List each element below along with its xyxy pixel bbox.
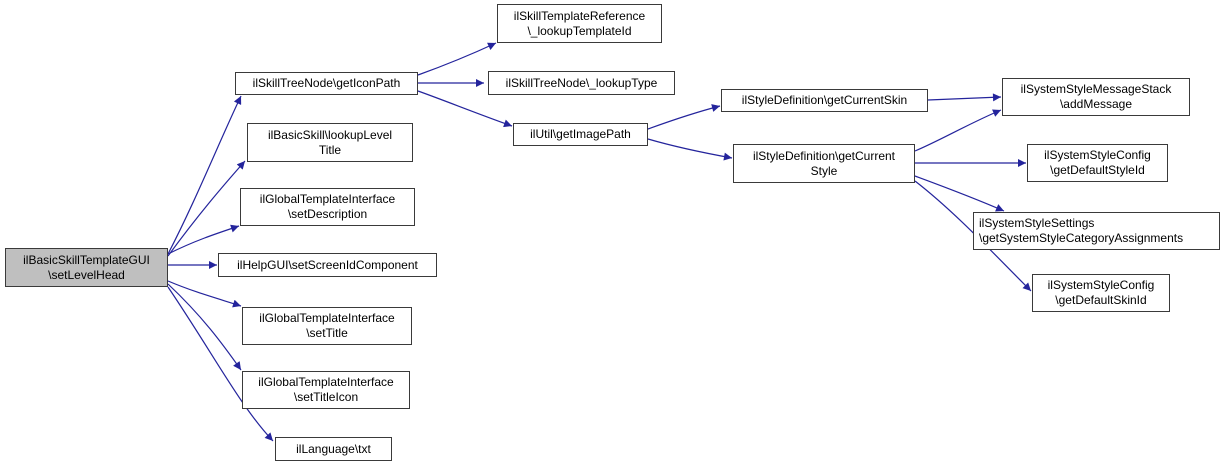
node-ilhelpgui-setscreenidcomponent[interactable]: ilHelpGUI\setScreenIdComponent [218,253,437,277]
edge-setLevelHead-setDescription [167,224,240,255]
edge-setLevelHead-setTitleIcon [167,283,242,371]
node-ilsystemstylemessagestack-addmessage[interactable]: ilSystemStyleMessageStack \addMessage [1002,78,1190,116]
node-ilglobaltemplateinterface-setdescription[interactable]: ilGlobalTemplateInterface \setDescriptio… [240,188,415,226]
edge-setLevelHead-lookupLevelTitle [167,160,246,257]
node-ilstyledefinition-getcurrentskin[interactable]: ilStyleDefinition\getCurrentSkin [721,89,928,112]
node-ilbasicskill-lookupleveltitle[interactable]: ilBasicSkill\lookupLevel Title [247,123,413,162]
edge-getIconPath-getImagePath [417,90,513,128]
edge-getIconPath-lookupTemplateId [417,42,497,76]
edge-setLevelHead-getIconPath [167,95,242,255]
node-ilskilltreenode-geticonpath[interactable]: ilSkillTreeNode\getIconPath [235,72,418,95]
edge-setLevelHead-txt [167,286,274,442]
node-ilskilltreenode-lookuptype[interactable]: ilSkillTreeNode\_lookupType [488,71,675,95]
node-ilglobaltemplateinterface-settitle[interactable]: ilGlobalTemplateInterface \setTitle [242,307,412,345]
node-ilskilltemplatereference-lookuptemplateid[interactable]: ilSkillTemplateReference \_lookupTemplat… [497,4,662,43]
node-ilsystemstylesettings-getsystemstylecategoryassignments[interactable]: ilSystemStyleSettings \getSystemStyleCat… [973,212,1220,250]
edge-getImagePath-getCurrentStyle [647,138,733,161]
edge-getImagePath-getCurrentSkin [647,104,721,130]
edge-getCurrentStyle-getSystemStyleCategoryAssignments [914,175,1005,212]
edge-getCurrentSkin-addMessage [927,93,1002,102]
node-illanguage-txt[interactable]: ilLanguage\txt [275,437,392,461]
node-ilbasicskilltemplategui-setlevelhead: ilBasicSkillTemplateGUI \setLevelHead [5,248,168,287]
edge-setLevelHead-setTitle [167,280,242,308]
node-ilglobaltemplateinterface-settitleicon[interactable]: ilGlobalTemplateInterface \setTitleIcon [242,371,410,409]
node-ilstyledefinition-getcurrentstyle[interactable]: ilStyleDefinition\getCurrent Style [733,144,915,183]
node-ilsystemstyleconfig-getdefaultstyleid[interactable]: ilSystemStyleConfig \getDefaultStyleId [1027,144,1168,182]
node-ilutil-getimagepath[interactable]: ilUtil\getImagePath [513,123,648,146]
node-ilsystemstyleconfig-getdefaultskinid[interactable]: ilSystemStyleConfig \getDefaultSkinId [1032,274,1170,312]
edge-getCurrentStyle-addMessage [914,109,1002,152]
